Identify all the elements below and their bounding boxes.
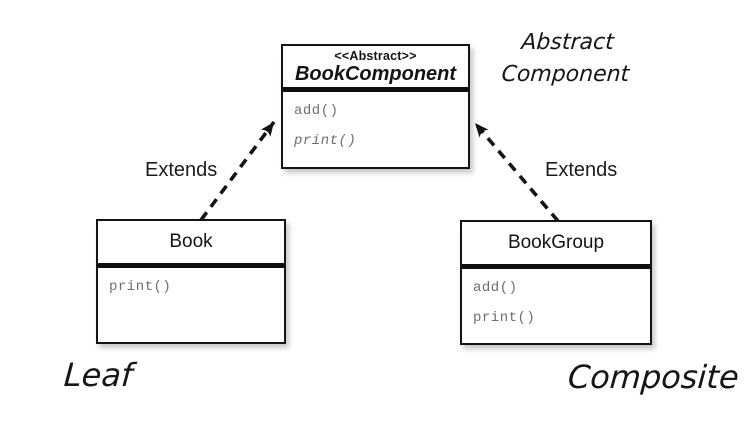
class-methods: print() xyxy=(98,268,284,342)
uml-section-divider xyxy=(283,87,468,92)
method-print: print() xyxy=(473,310,536,326)
class-name-bookgroup: BookGroup xyxy=(507,232,605,253)
annotation-composite: Composite xyxy=(566,358,741,396)
annotation-leaf: Leaf xyxy=(62,356,134,394)
method-add: add() xyxy=(473,280,518,296)
class-name-book: Book xyxy=(169,231,213,252)
annotation-abstract-line1: Abstract xyxy=(520,30,615,55)
class-methods: add() print() xyxy=(462,269,650,343)
class-name-bookcomponent: BookComponent xyxy=(294,62,457,85)
class-header: Book xyxy=(98,221,284,263)
class-header: <<Abstract>> BookComponent xyxy=(283,46,468,87)
annotation-abstract-line2: Component xyxy=(500,62,631,87)
method-add: add() xyxy=(294,103,339,119)
stereotype-label: <<Abstract>> xyxy=(334,48,417,63)
class-box-book: Book print() xyxy=(96,219,286,344)
class-methods: add() print() xyxy=(283,92,468,167)
class-box-bookcomponent: <<Abstract>> BookComponent add() print() xyxy=(281,44,470,169)
uml-section-divider xyxy=(98,263,284,268)
annotation-abstract-component: Abstract Component xyxy=(492,27,641,91)
extends-label-left: Extends xyxy=(145,159,218,181)
method-print-abstract: print() xyxy=(294,133,357,149)
extends-label-right: Extends xyxy=(545,159,618,181)
extends-arrow-right xyxy=(473,121,560,223)
class-box-bookgroup: BookGroup add() print() xyxy=(460,220,652,345)
class-header: BookGroup xyxy=(462,222,650,264)
method-print: print() xyxy=(109,279,172,295)
uml-section-divider xyxy=(462,264,650,269)
extends-arrow-left xyxy=(199,120,276,222)
